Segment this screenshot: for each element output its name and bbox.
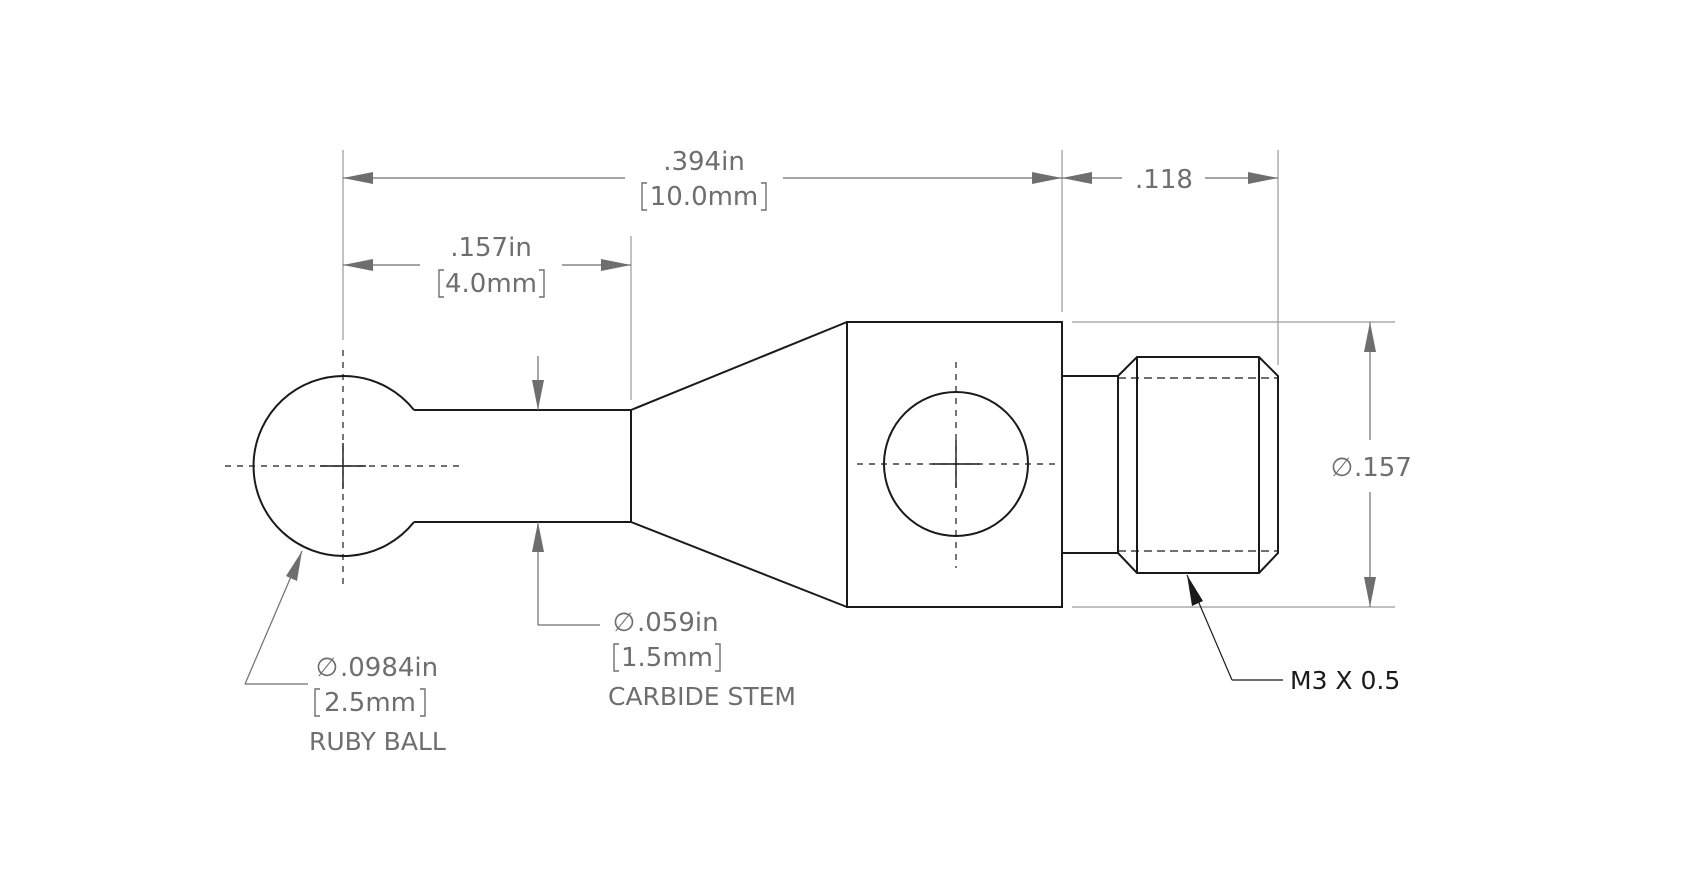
stylus-part	[252, 321, 1279, 608]
center-lines	[225, 350, 1058, 584]
arrowhead	[286, 551, 302, 581]
arrowhead	[532, 522, 544, 552]
taper-top-edge	[630, 321, 848, 411]
bracket	[314, 688, 320, 717]
carbide-stem-metric: 1.5mm	[621, 643, 713, 673]
carbide-stem-label: CARBIDE STEM	[608, 682, 796, 711]
dim-body-diameter: ∅ .157	[1331, 322, 1412, 607]
bracket	[613, 643, 619, 672]
ball-to-stem-inch: .157in	[450, 233, 532, 263]
overall-length-inch: .394in	[663, 147, 745, 177]
bracket	[761, 182, 767, 211]
thread-label: M3 X 0.5	[1290, 666, 1400, 695]
body-diameter-inch: .157	[1354, 453, 1412, 483]
ball-to-stem-metric: 4.0mm	[445, 269, 537, 299]
body-block	[846, 321, 1063, 608]
overall-length-metric: 10.0mm	[650, 182, 759, 212]
carbide-stem-symbol: ∅	[613, 608, 636, 638]
bracket	[420, 688, 426, 717]
callout-thread: M3 X 0.5	[1186, 574, 1400, 695]
thread-section-outline	[1117, 356, 1279, 574]
callout-carbide-stem: ∅ .059in 1.5mm CARBIDE STEM	[608, 608, 796, 711]
arrowhead	[1364, 577, 1376, 607]
dim-thread-length: .118	[1062, 165, 1278, 195]
bracket	[641, 182, 647, 211]
callout-ruby-ball: ∅ .0984in 2.5mm RUBY BALL	[244, 550, 446, 756]
ruby-ball-label: RUBY BALL	[309, 727, 446, 756]
bracket	[715, 643, 721, 672]
extension-lines	[342, 150, 1395, 608]
bracket	[539, 269, 545, 298]
bracket	[438, 269, 444, 298]
arrowhead	[343, 259, 373, 271]
dim-overall-length: .394in 10.0mm	[343, 147, 1062, 212]
carbide-stem-inch: .059in	[637, 608, 719, 638]
thread-length-inch: .118	[1135, 165, 1193, 195]
ruby-ball-inch: .0984in	[340, 653, 438, 683]
ruby-ball-metric: 2.5mm	[324, 688, 416, 718]
ruby-ball-symbol: ∅	[316, 653, 339, 683]
arrowhead	[1032, 172, 1062, 184]
dim-ball-to-stem: .157in 4.0mm	[343, 233, 631, 299]
arrowhead	[1364, 322, 1376, 352]
taper-bottom-edge	[630, 521, 848, 608]
body-diameter-symbol: ∅	[1331, 453, 1354, 483]
arrowhead	[1062, 172, 1092, 184]
arrowhead	[343, 172, 373, 184]
arrowhead	[601, 259, 631, 271]
arrowhead	[1248, 172, 1278, 184]
arrowhead	[1187, 575, 1203, 606]
dim-stem-diameter-arrows	[532, 356, 600, 626]
arrowhead	[532, 380, 544, 410]
